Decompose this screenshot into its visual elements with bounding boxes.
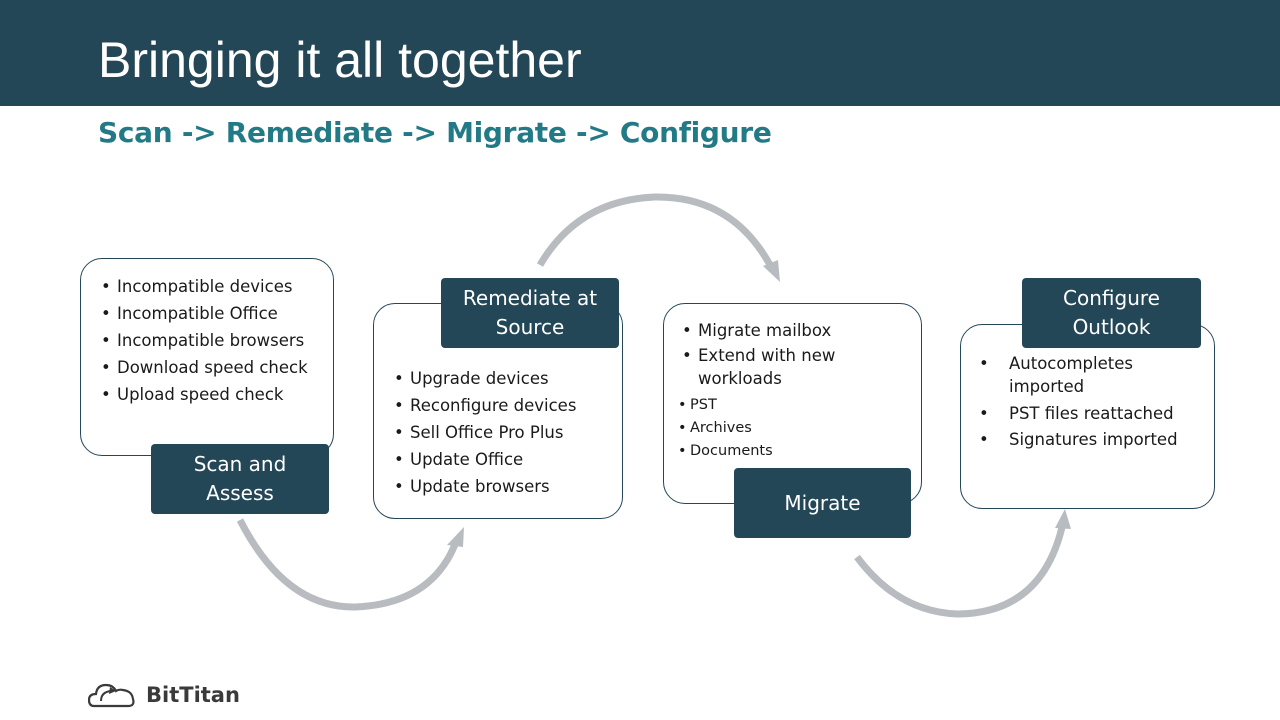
list-item: Update browsers <box>394 473 576 500</box>
list-item: Extend with new workloads <box>682 344 882 390</box>
arrow-migrate-to-configure <box>854 522 1067 618</box>
configure-list: Autocompletes imported PST files reattac… <box>979 352 1199 453</box>
bittitan-logo-text: BitTitan <box>146 683 240 707</box>
remediate-list: Upgrade devices Reconfigure devices Sell… <box>394 365 576 500</box>
slide-subtitle: Scan -> Remediate -> Migrate -> Configur… <box>98 116 772 149</box>
migrate-label: Migrate <box>734 468 911 538</box>
list-item: Download speed check <box>101 354 308 381</box>
list-item: Reconfigure devices <box>394 392 576 419</box>
sub-list-item: PST <box>678 394 882 417</box>
list-item: Upload speed check <box>101 381 308 408</box>
sub-list-item: Documents <box>678 440 882 463</box>
scan-and-assess-label: Scan and Assess <box>151 444 329 514</box>
list-item: PST files reattached <box>979 401 1199 427</box>
arrowhead-2 <box>763 260 780 282</box>
list-item: Update Office <box>394 446 576 473</box>
list-item: Upgrade devices <box>394 365 576 392</box>
list-item: Migrate mailbox <box>682 317 882 344</box>
arrow-scan-to-remediate <box>236 518 460 611</box>
arrowhead-1 <box>447 527 464 547</box>
list-item: Incompatible browsers <box>101 327 308 354</box>
list-item: Sell Office Pro Plus <box>394 419 576 446</box>
arrowhead-3 <box>1055 509 1071 529</box>
slide-title: Bringing it all together <box>98 32 582 88</box>
scan-card: Incompatible devices Incompatible Office… <box>80 258 334 456</box>
title-bar <box>0 0 1280 106</box>
sub-list-item: Archives <box>678 417 882 440</box>
scan-list: Incompatible devices Incompatible Office… <box>101 273 308 408</box>
migrate-list: Migrate mailbox Extend with new workload… <box>678 317 882 463</box>
list-item: Signatures imported <box>979 427 1199 453</box>
list-item: Incompatible devices <box>101 273 308 300</box>
configure-card: Autocompletes imported PST files reattac… <box>960 324 1215 509</box>
configure-outlook-label: Configure Outlook <box>1022 278 1201 348</box>
list-item: Incompatible Office <box>101 300 308 327</box>
remediate-at-source-label: Remediate at Source <box>441 278 619 348</box>
list-item: Autocompletes imported <box>979 352 1199 398</box>
arrow-remediate-to-migrate <box>536 193 774 267</box>
bittitan-logo-icon <box>88 683 135 708</box>
